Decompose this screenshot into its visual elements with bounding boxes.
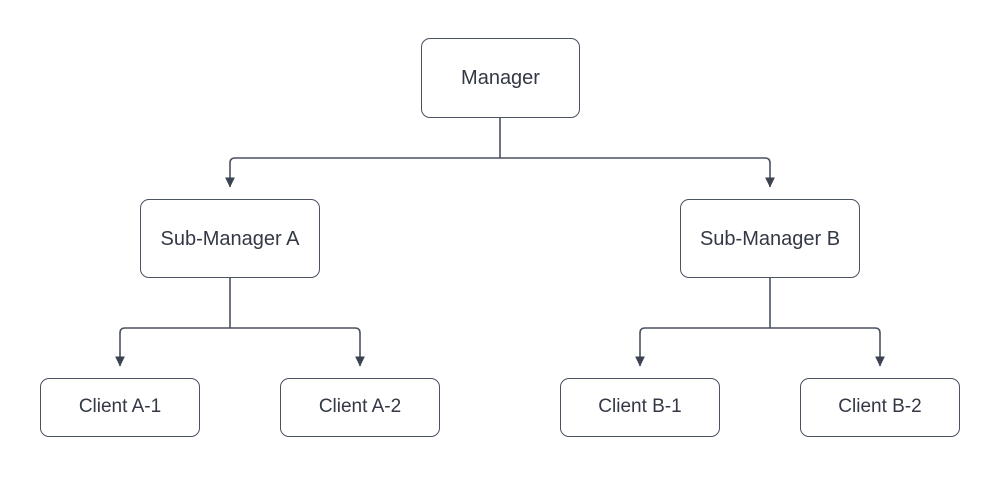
node-client-a2[interactable]: Client A-2 [280, 378, 440, 437]
node-sub-manager-a-label: Sub-Manager A [160, 227, 300, 250]
node-manager-label: Manager [461, 67, 540, 89]
node-client-a1-label: Client A-1 [78, 396, 162, 418]
node-client-b2-label: Client B-2 [838, 396, 922, 418]
node-client-a1[interactable]: Client A-1 [40, 378, 200, 437]
node-client-b1[interactable]: Client B-1 [560, 378, 720, 437]
node-client-b2[interactable]: Client B-2 [800, 378, 960, 437]
edge-sub-manager-a-to-client-a2 [230, 327, 365, 367]
node-client-b1-label: Client B-1 [598, 396, 682, 418]
edge-sub-manager-b-to-client-b2 [770, 327, 885, 367]
node-manager[interactable]: Manager [421, 38, 580, 118]
node-client-a2-label: Client A-2 [318, 396, 402, 418]
edge-sub-manager-b-to-client-b1 [635, 327, 770, 367]
edge-sub-manager-a-to-client-a1 [115, 327, 230, 367]
node-sub-manager-b-label: Sub-Manager B [699, 227, 841, 250]
edge-manager-to-sub-manager-a [225, 157, 500, 188]
node-sub-manager-b[interactable]: Sub-Manager B [680, 199, 860, 278]
edge-manager-to-sub-manager-b [500, 157, 775, 188]
node-sub-manager-a[interactable]: Sub-Manager A [140, 199, 320, 278]
